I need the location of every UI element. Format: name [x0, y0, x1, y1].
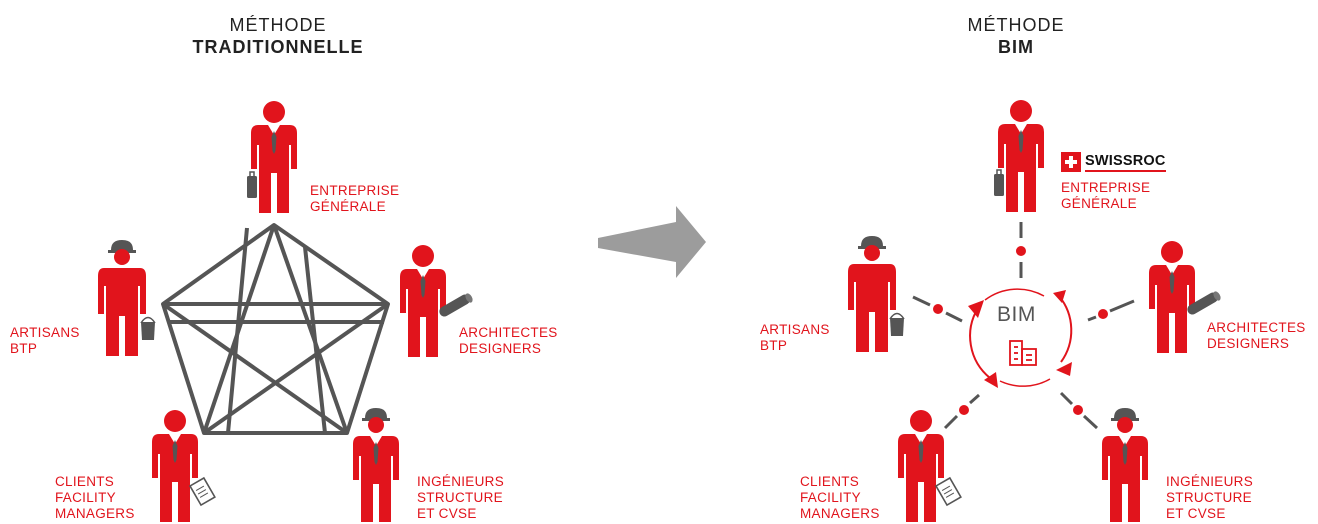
label-line: ARCHITECTES [1207, 320, 1306, 335]
connector-dots [933, 246, 1108, 415]
label-line: FACILITY [55, 490, 116, 505]
label-line: ARTISANS [10, 325, 80, 340]
cycle-arrowhead-top [1053, 290, 1066, 303]
label-line: ET CVSE [1166, 506, 1226, 521]
cycle-arrowhead-right [1056, 362, 1072, 376]
label-line: BTP [10, 341, 38, 356]
label-line: CLIENTS [800, 474, 860, 489]
briefcase-icon [246, 171, 258, 199]
label-line: CLIENTS [55, 474, 115, 489]
left-label-architectes: ARCHITECTES DESIGNERS [459, 325, 558, 357]
cycle-arrows-icon [969, 288, 1073, 387]
right-label-clients: CLIENTS FACILITY MANAGERS [800, 474, 880, 522]
label-line: GÉNÉRALE [1061, 196, 1137, 211]
left-artisans-worker-icon [98, 240, 156, 356]
label-line: INGÉNIEURS [1166, 474, 1254, 489]
right-label-artisans: ARTISANS BTP [760, 322, 830, 354]
left-entreprise-businessman-icon [246, 101, 297, 213]
label-line: ARCHITECTES [459, 325, 558, 340]
right-heading-line2: BIM [998, 37, 1034, 57]
label-line: ENTREPRISE [1061, 180, 1151, 195]
bim-hub-label: BIM [997, 303, 1036, 326]
right-entreprise-businessman-icon [993, 100, 1044, 212]
label-line: STRUCTURE [417, 490, 503, 505]
label-line: FACILITY [800, 490, 861, 505]
building-icon [1009, 340, 1037, 366]
arrow-right-icon [598, 206, 706, 278]
label-line: MANAGERS [800, 506, 880, 521]
left-heading-line2: TRADITIONNELLE [192, 37, 364, 57]
right-label-ingenieurs: INGÉNIEURS STRUCTURE ET CVSE [1166, 474, 1253, 522]
clipboard-icon [189, 477, 216, 506]
brand-name: SWISSROC [1085, 153, 1166, 172]
swiss-cross-icon [1061, 152, 1081, 172]
right-clients-businessman-icon [898, 410, 962, 522]
briefcase-icon [993, 169, 1005, 197]
cycle-arrowhead-left [968, 300, 984, 318]
label-line: BTP [760, 338, 788, 353]
label-line: GÉNÉRALE [310, 199, 386, 214]
traditional-network [161, 223, 390, 435]
label-line: ARTISANS [760, 322, 830, 337]
left-heading-line1: MÉTHODE [229, 15, 327, 35]
right-ingenieurs-engineer-icon [1102, 408, 1148, 522]
bim-connectors [912, 222, 1135, 430]
label-line: INGÉNIEURS [417, 474, 505, 489]
label-line: MANAGERS [55, 506, 135, 521]
label-line: ENTREPRISE [310, 183, 400, 198]
left-label-entreprise: ENTREPRISE GÉNÉRALE [310, 183, 399, 215]
right-label-entreprise: ENTREPRISE GÉNÉRALE [1061, 180, 1150, 212]
label-line: ET CVSE [417, 506, 477, 521]
label-line: DESIGNERS [1207, 336, 1290, 351]
label-line: STRUCTURE [1166, 490, 1252, 505]
left-label-ingenieurs: INGÉNIEURS STRUCTURE ET CVSE [417, 474, 504, 522]
clipboard-icon [935, 477, 962, 506]
swissroc-logo: SWISSROC [1061, 151, 1166, 173]
left-heading: MÉTHODE TRADITIONNELLE [178, 14, 378, 58]
paint-bucket-icon [889, 312, 905, 337]
right-label-architectes: ARCHITECTES DESIGNERS [1207, 320, 1306, 352]
left-ingenieurs-engineer-icon [353, 408, 399, 522]
label-line: DESIGNERS [459, 341, 542, 356]
right-heading-line1: MÉTHODE [967, 15, 1065, 35]
left-label-artisans: ARTISANS BTP [10, 325, 80, 357]
left-label-clients: CLIENTS FACILITY MANAGERS [55, 474, 135, 522]
cycle-arrowhead-bottom [984, 372, 998, 388]
right-artisans-worker-icon [848, 236, 905, 352]
right-heading: MÉTHODE BIM [916, 14, 1116, 58]
paint-bucket-icon [140, 316, 156, 341]
